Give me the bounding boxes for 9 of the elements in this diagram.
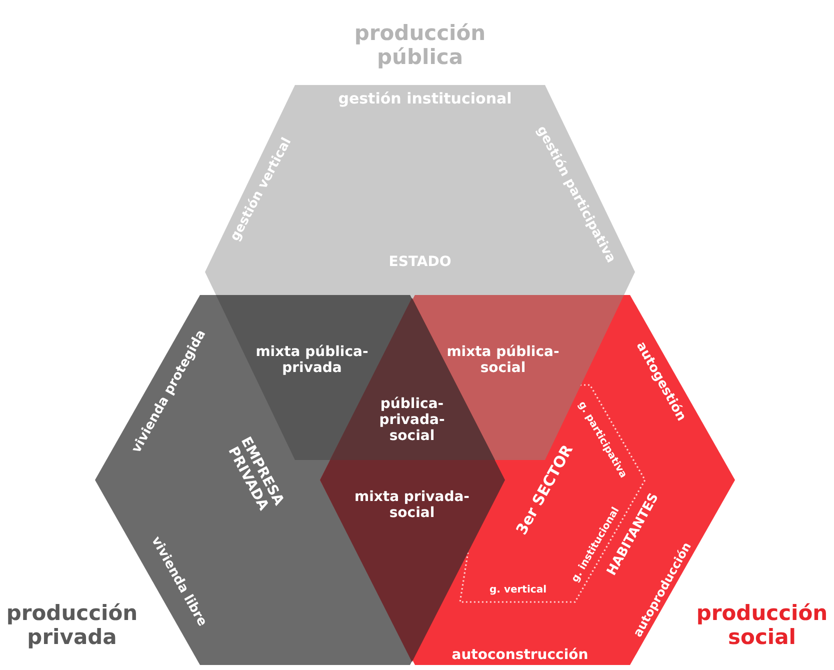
- overlap-label: mixta pública-privada: [254, 344, 370, 376]
- overlap-label: pública-privada-social: [378, 396, 446, 444]
- side-label: g. vertical: [490, 584, 546, 596]
- region-heading: producción privada: [5, 600, 139, 650]
- overlap-label: mixta privada-social: [353, 488, 470, 522]
- region-heading: producción social: [695, 600, 829, 650]
- overlap-label: mixta pública-social: [446, 344, 560, 376]
- side-label: autoconstrucción: [452, 646, 588, 664]
- region-heading: producción pública: [353, 20, 487, 70]
